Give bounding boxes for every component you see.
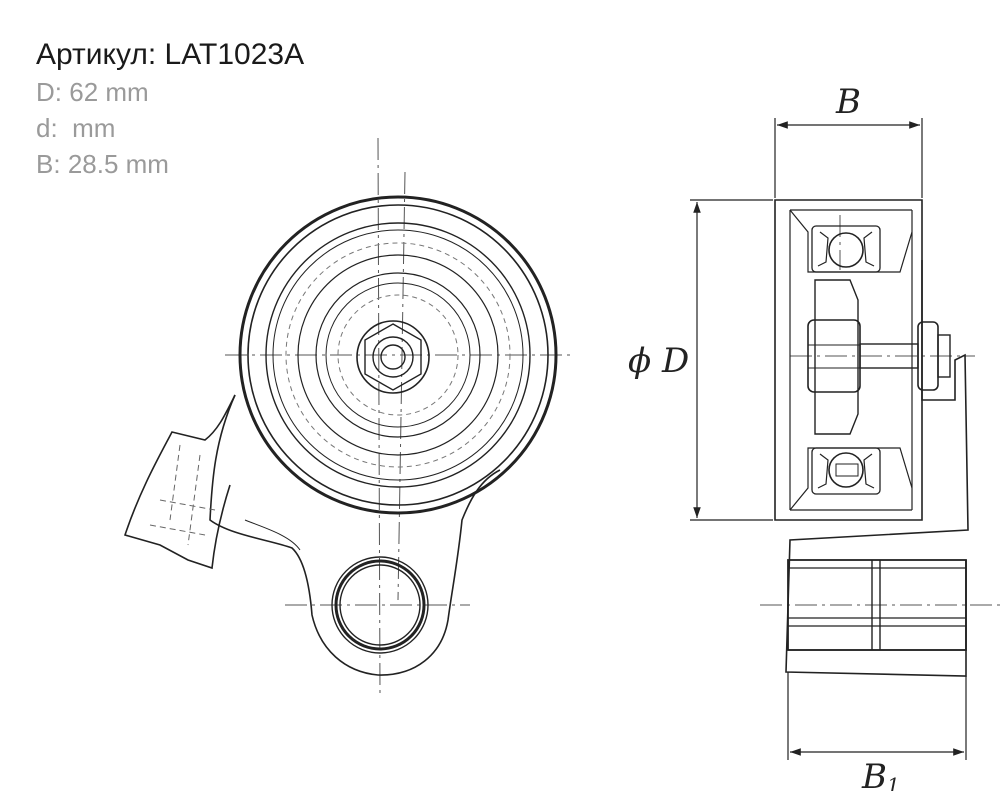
label-b: B <box>835 82 861 122</box>
spec-block: Артикул: LAT1023A D: 62 mm d: mm B: 28.5… <box>36 36 304 182</box>
bracket <box>785 260 969 677</box>
label-b1-main: B <box>861 757 887 791</box>
bearing-bottom <box>811 447 881 495</box>
spring-hook <box>123 394 236 570</box>
dimension-b1 <box>787 672 967 760</box>
center-lines <box>225 137 575 696</box>
side-bolt <box>807 319 951 393</box>
spec-outer-diameter: D: 62 mm <box>36 74 304 110</box>
bushing-block <box>787 559 967 651</box>
spec-name: B: <box>36 149 61 179</box>
spec-value: 62 mm <box>69 77 149 107</box>
spec-width: B: 28.5 mm <box>36 146 304 182</box>
spec-value: 28.5 mm <box>67 149 169 179</box>
spec-value: mm <box>64 113 116 143</box>
pulley-section <box>774 199 923 521</box>
label-b1-sub: 1 <box>887 773 900 791</box>
dimension-d <box>690 199 773 521</box>
inner-hub <box>814 279 859 435</box>
article-code: LAT1023A <box>164 38 305 71</box>
bearing-top <box>811 225 881 273</box>
article-label: Артикул: <box>36 38 157 71</box>
tensioner-arm <box>209 394 501 676</box>
hub-bolt <box>356 320 430 394</box>
front-view <box>123 137 575 696</box>
spec-name: D: <box>36 77 62 107</box>
side-view <box>690 118 1000 760</box>
spec-inner-diameter: d: mm <box>36 110 304 146</box>
label-b1: B1 <box>861 757 900 791</box>
article-title: Артикул: LAT1023A <box>36 36 304 74</box>
pivot-bushing <box>331 556 429 654</box>
dimension-b <box>774 118 923 198</box>
pulley <box>238 195 558 515</box>
spec-name: d: <box>36 113 58 143</box>
label-phi-d: ϕ D <box>628 341 689 381</box>
